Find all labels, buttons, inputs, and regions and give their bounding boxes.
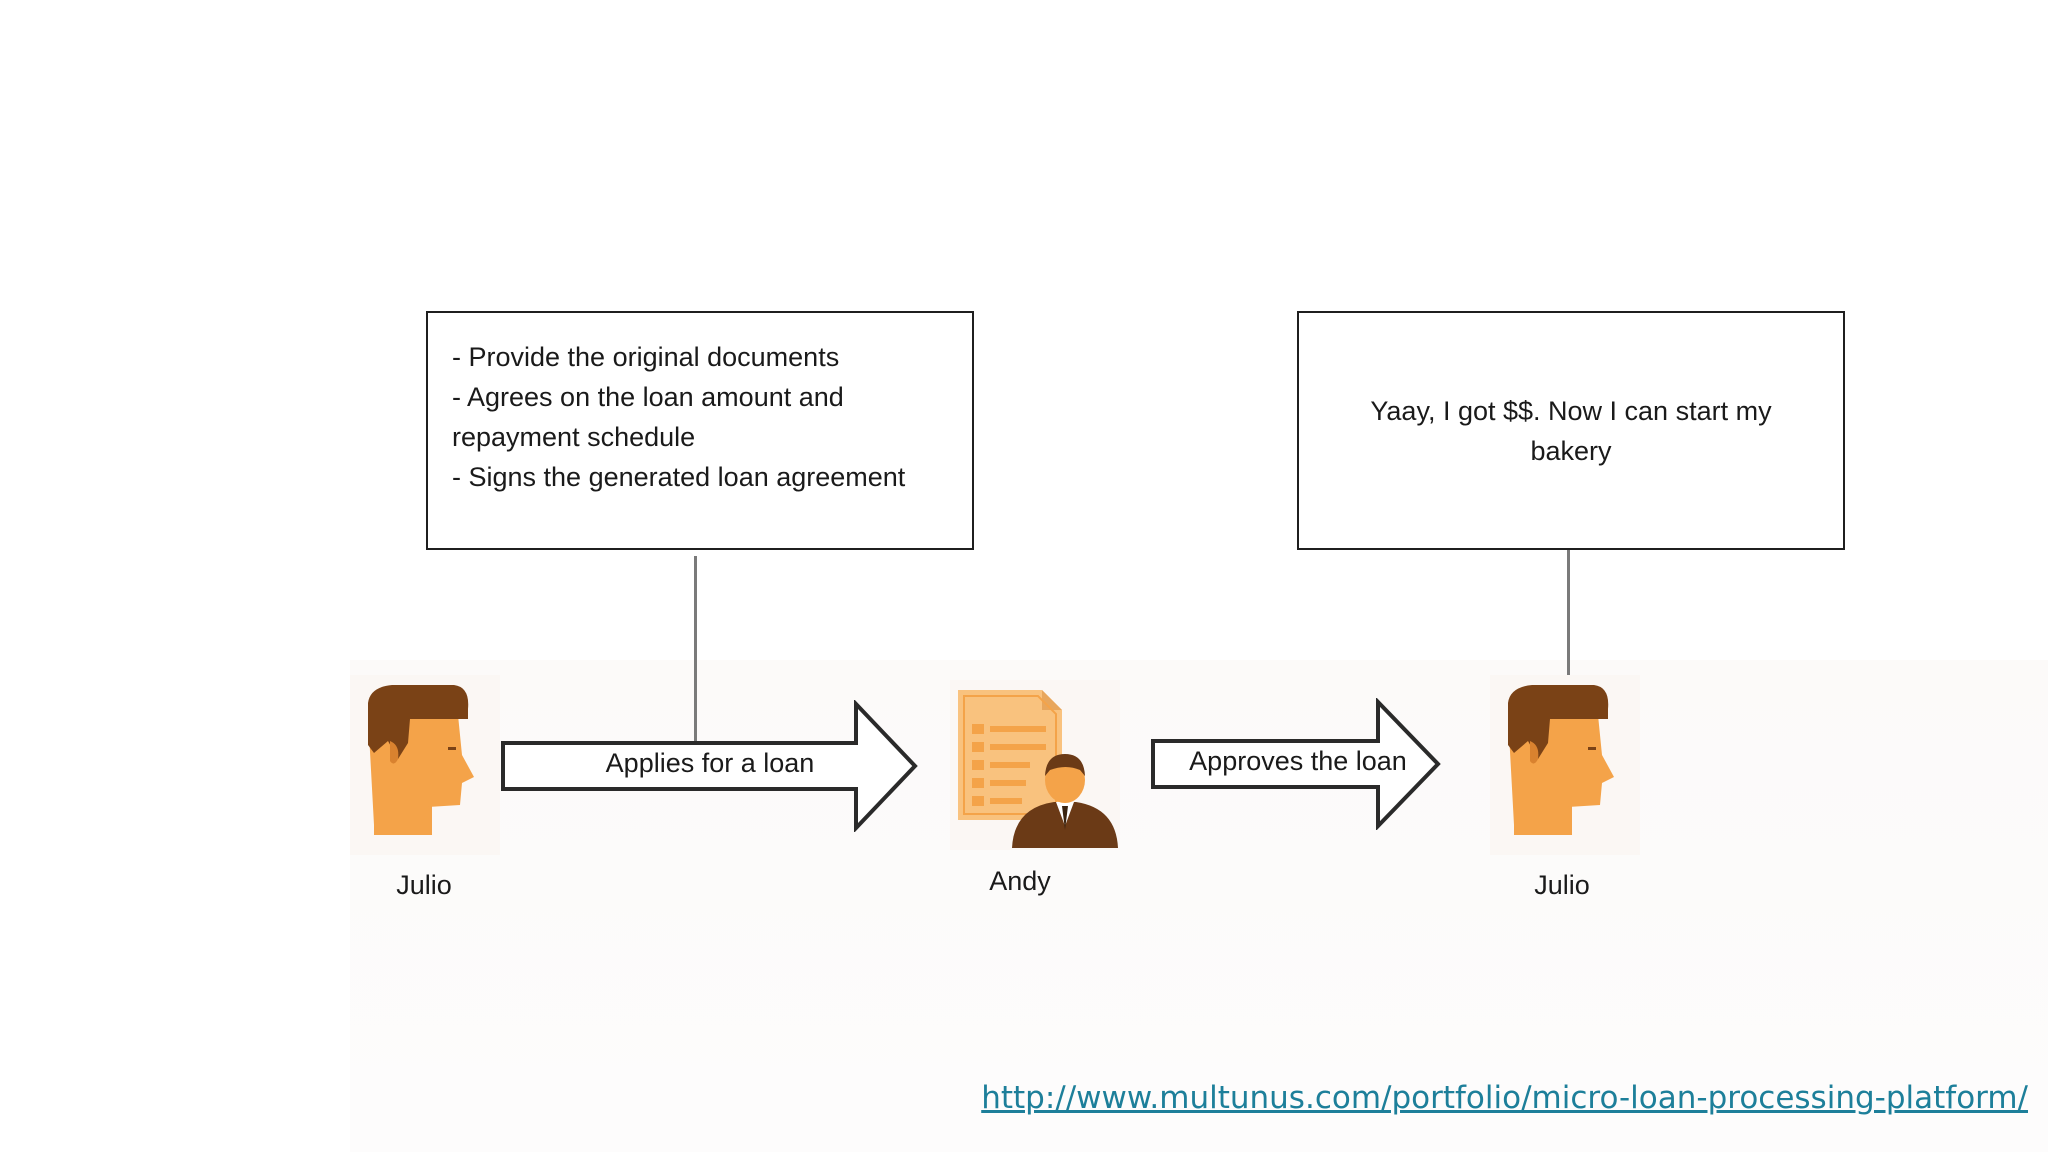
note-line: - Provide the original documents xyxy=(452,342,840,372)
note-line: repayment schedule xyxy=(452,422,696,452)
note-box-requirements: - Provide the original documents - Agree… xyxy=(426,311,974,550)
arrow-label-approves: Approves the loan xyxy=(1189,746,1407,776)
arrow-right-icon xyxy=(501,700,918,832)
actor-label-andy: Andy xyxy=(989,866,1051,896)
note-text: Yaay, I got $$. Now I can start my baker… xyxy=(1370,395,1772,466)
note-line: - Signs the generated loan agreement xyxy=(452,462,906,492)
actor-label-julio: Julio xyxy=(396,870,452,900)
actor-label-julio: Julio xyxy=(1534,870,1590,900)
connector-line-right xyxy=(1567,550,1570,688)
man-profile-icon xyxy=(1490,675,1640,855)
source-link[interactable]: http://www.multunus.com/portfolio/micro-… xyxy=(981,1080,2028,1116)
arrow-right-icon xyxy=(1151,698,1441,830)
loan-officer-document-icon xyxy=(950,680,1120,850)
note-box-outcome: Yaay, I got $$. Now I can start my baker… xyxy=(1297,311,1845,550)
note-line: - Agrees on the loan amount and xyxy=(452,382,844,412)
connector-line-left xyxy=(694,556,697,742)
man-profile-icon xyxy=(350,675,500,855)
arrow-label-applies: Applies for a loan xyxy=(605,748,815,778)
